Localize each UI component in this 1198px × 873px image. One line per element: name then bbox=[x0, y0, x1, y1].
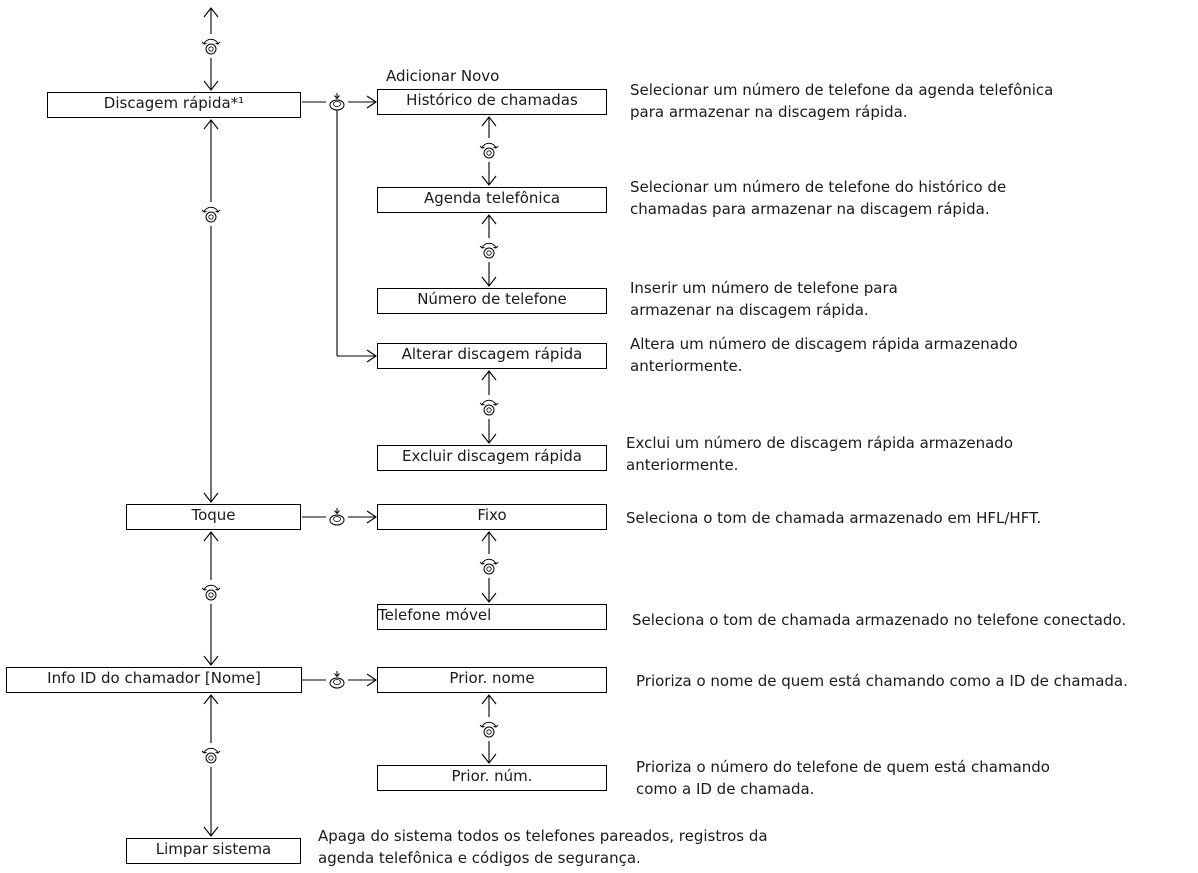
rotate-knob-icon bbox=[201, 747, 221, 764]
name-priority-description: Prioriza o nome de quem está chamando co… bbox=[636, 672, 1128, 690]
rotate-knob-icon bbox=[479, 399, 499, 416]
arrowhead bbox=[481, 753, 497, 764]
arrowhead bbox=[481, 214, 497, 225]
edit-speed-dial-description: Altera um número de discagem rápida arma… bbox=[630, 335, 1018, 375]
rotate-knob-icon bbox=[201, 584, 221, 601]
arrowhead bbox=[366, 349, 377, 363]
phonebook-description: Selecionar um número de telefone do hist… bbox=[630, 178, 1007, 218]
speed-dial-box[interactable]: Discagem rápida*¹ bbox=[47, 92, 301, 118]
phone-number-box[interactable]: Número de telefone bbox=[377, 288, 607, 314]
arrowhead bbox=[481, 276, 497, 287]
mobile-ringtone-description: Seleciona o tom de chamada armazenado no… bbox=[632, 611, 1127, 629]
name-priority-box[interactable]: Prior. nome bbox=[377, 667, 607, 693]
phonebook-box[interactable]: Agenda telefônica bbox=[377, 187, 607, 213]
ringtone-box[interactable]: Toque bbox=[126, 504, 301, 530]
rotate-knob-icon bbox=[479, 242, 499, 259]
arrowhead bbox=[203, 7, 219, 18]
call-history-box[interactable]: Histórico de chamadas bbox=[377, 89, 607, 115]
delete-speed-dial-description: Exclui um número de discagem rápida arma… bbox=[626, 434, 1013, 474]
press-knob-icon bbox=[329, 92, 345, 111]
press-knob-icon bbox=[329, 507, 345, 526]
arrowhead bbox=[366, 95, 377, 109]
arrowhead bbox=[203, 80, 219, 91]
arrowhead bbox=[481, 370, 497, 381]
add-new-label: Adicionar Novo bbox=[386, 67, 500, 85]
edit-speed-dial-box[interactable]: Alterar discagem rápida bbox=[377, 343, 607, 369]
rotate-knob-icon bbox=[201, 206, 221, 223]
arrowhead bbox=[481, 433, 497, 444]
arrowhead bbox=[481, 175, 497, 186]
caller-id-box[interactable]: Info ID do chamador [Nome] bbox=[6, 667, 302, 693]
delete-speed-dial-box[interactable]: Excluir discagem rápida bbox=[377, 445, 607, 471]
arrowhead bbox=[203, 694, 219, 705]
clear-system-description: Apaga do sistema todos os telefones pare… bbox=[318, 827, 768, 867]
rotate-knob-icon bbox=[479, 558, 499, 575]
number-priority-box[interactable]: Prior. núm. bbox=[377, 765, 607, 791]
clear-system-box[interactable]: Limpar sistema bbox=[126, 838, 301, 864]
arrowhead bbox=[203, 826, 219, 837]
arrowhead bbox=[481, 531, 497, 542]
arrowhead bbox=[203, 119, 219, 130]
arrowhead bbox=[481, 116, 497, 127]
arrowhead bbox=[366, 510, 377, 524]
number-priority-description: Prioriza o número do telefone de quem es… bbox=[636, 758, 1050, 798]
fixed-ringtone-description: Seleciona o tom de chamada armazenado em… bbox=[626, 509, 1042, 527]
arrowhead bbox=[203, 492, 219, 503]
arrowhead bbox=[481, 694, 497, 705]
press-knob-icon bbox=[329, 670, 345, 689]
rotate-knob-icon bbox=[201, 38, 221, 55]
call-history-description: Selecionar um número de telefone da agen… bbox=[630, 81, 1054, 121]
fixed-ringtone-box[interactable]: Fixo bbox=[377, 504, 607, 530]
arrowhead bbox=[203, 655, 219, 666]
arrowhead bbox=[366, 673, 377, 687]
mobile-ringtone-box[interactable]: Telefone móvel bbox=[377, 604, 607, 630]
rotate-knob-icon bbox=[479, 142, 499, 159]
arrowhead bbox=[203, 531, 219, 542]
arrowhead bbox=[481, 592, 497, 603]
rotate-knob-icon bbox=[479, 721, 499, 738]
